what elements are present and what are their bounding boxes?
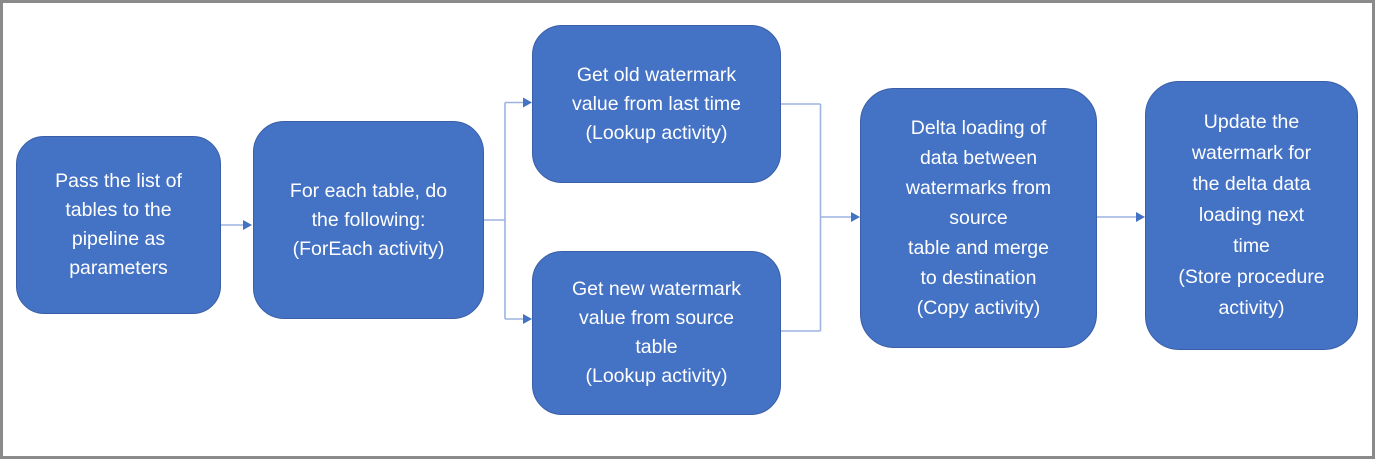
node-label: Get new watermark value from source tabl… [571,278,742,387]
node-get-new-watermark: Get new watermark value from source tabl… [532,251,781,415]
arrowhead-icon [523,97,532,108]
arrowhead-icon [1136,212,1145,222]
connector-lookups-merge [781,103,860,332]
node-label: For each table, do the following: (ForEa… [289,179,448,260]
connector-layer [220,97,1145,332]
node-label: Update the watermark for the delta data … [1178,111,1325,319]
node-label: Pass the list of tables to the pipeline … [55,170,182,279]
node-get-old-watermark: Get old watermark value from last time (… [532,25,781,183]
node-update-watermark: Update the watermark for the delta data … [1145,81,1358,350]
node-pass-tables: Pass the list of tables to the pipeline … [16,136,221,314]
node-foreach-table: For each table, do the following: (ForEa… [253,121,484,319]
connector-pass-to-foreach [220,220,252,230]
arrowhead-icon [243,220,252,230]
arrowhead-icon [851,212,860,222]
connector-copy-to-update [1097,212,1145,222]
connector-foreach-fork [484,97,532,324]
arrowhead-icon [523,314,532,324]
node-label: Delta loading of data between watermarks… [905,117,1052,319]
node-label: Get old watermark value from last time (… [571,63,742,144]
node-delta-loading: Delta loading of data between watermarks… [860,88,1097,348]
